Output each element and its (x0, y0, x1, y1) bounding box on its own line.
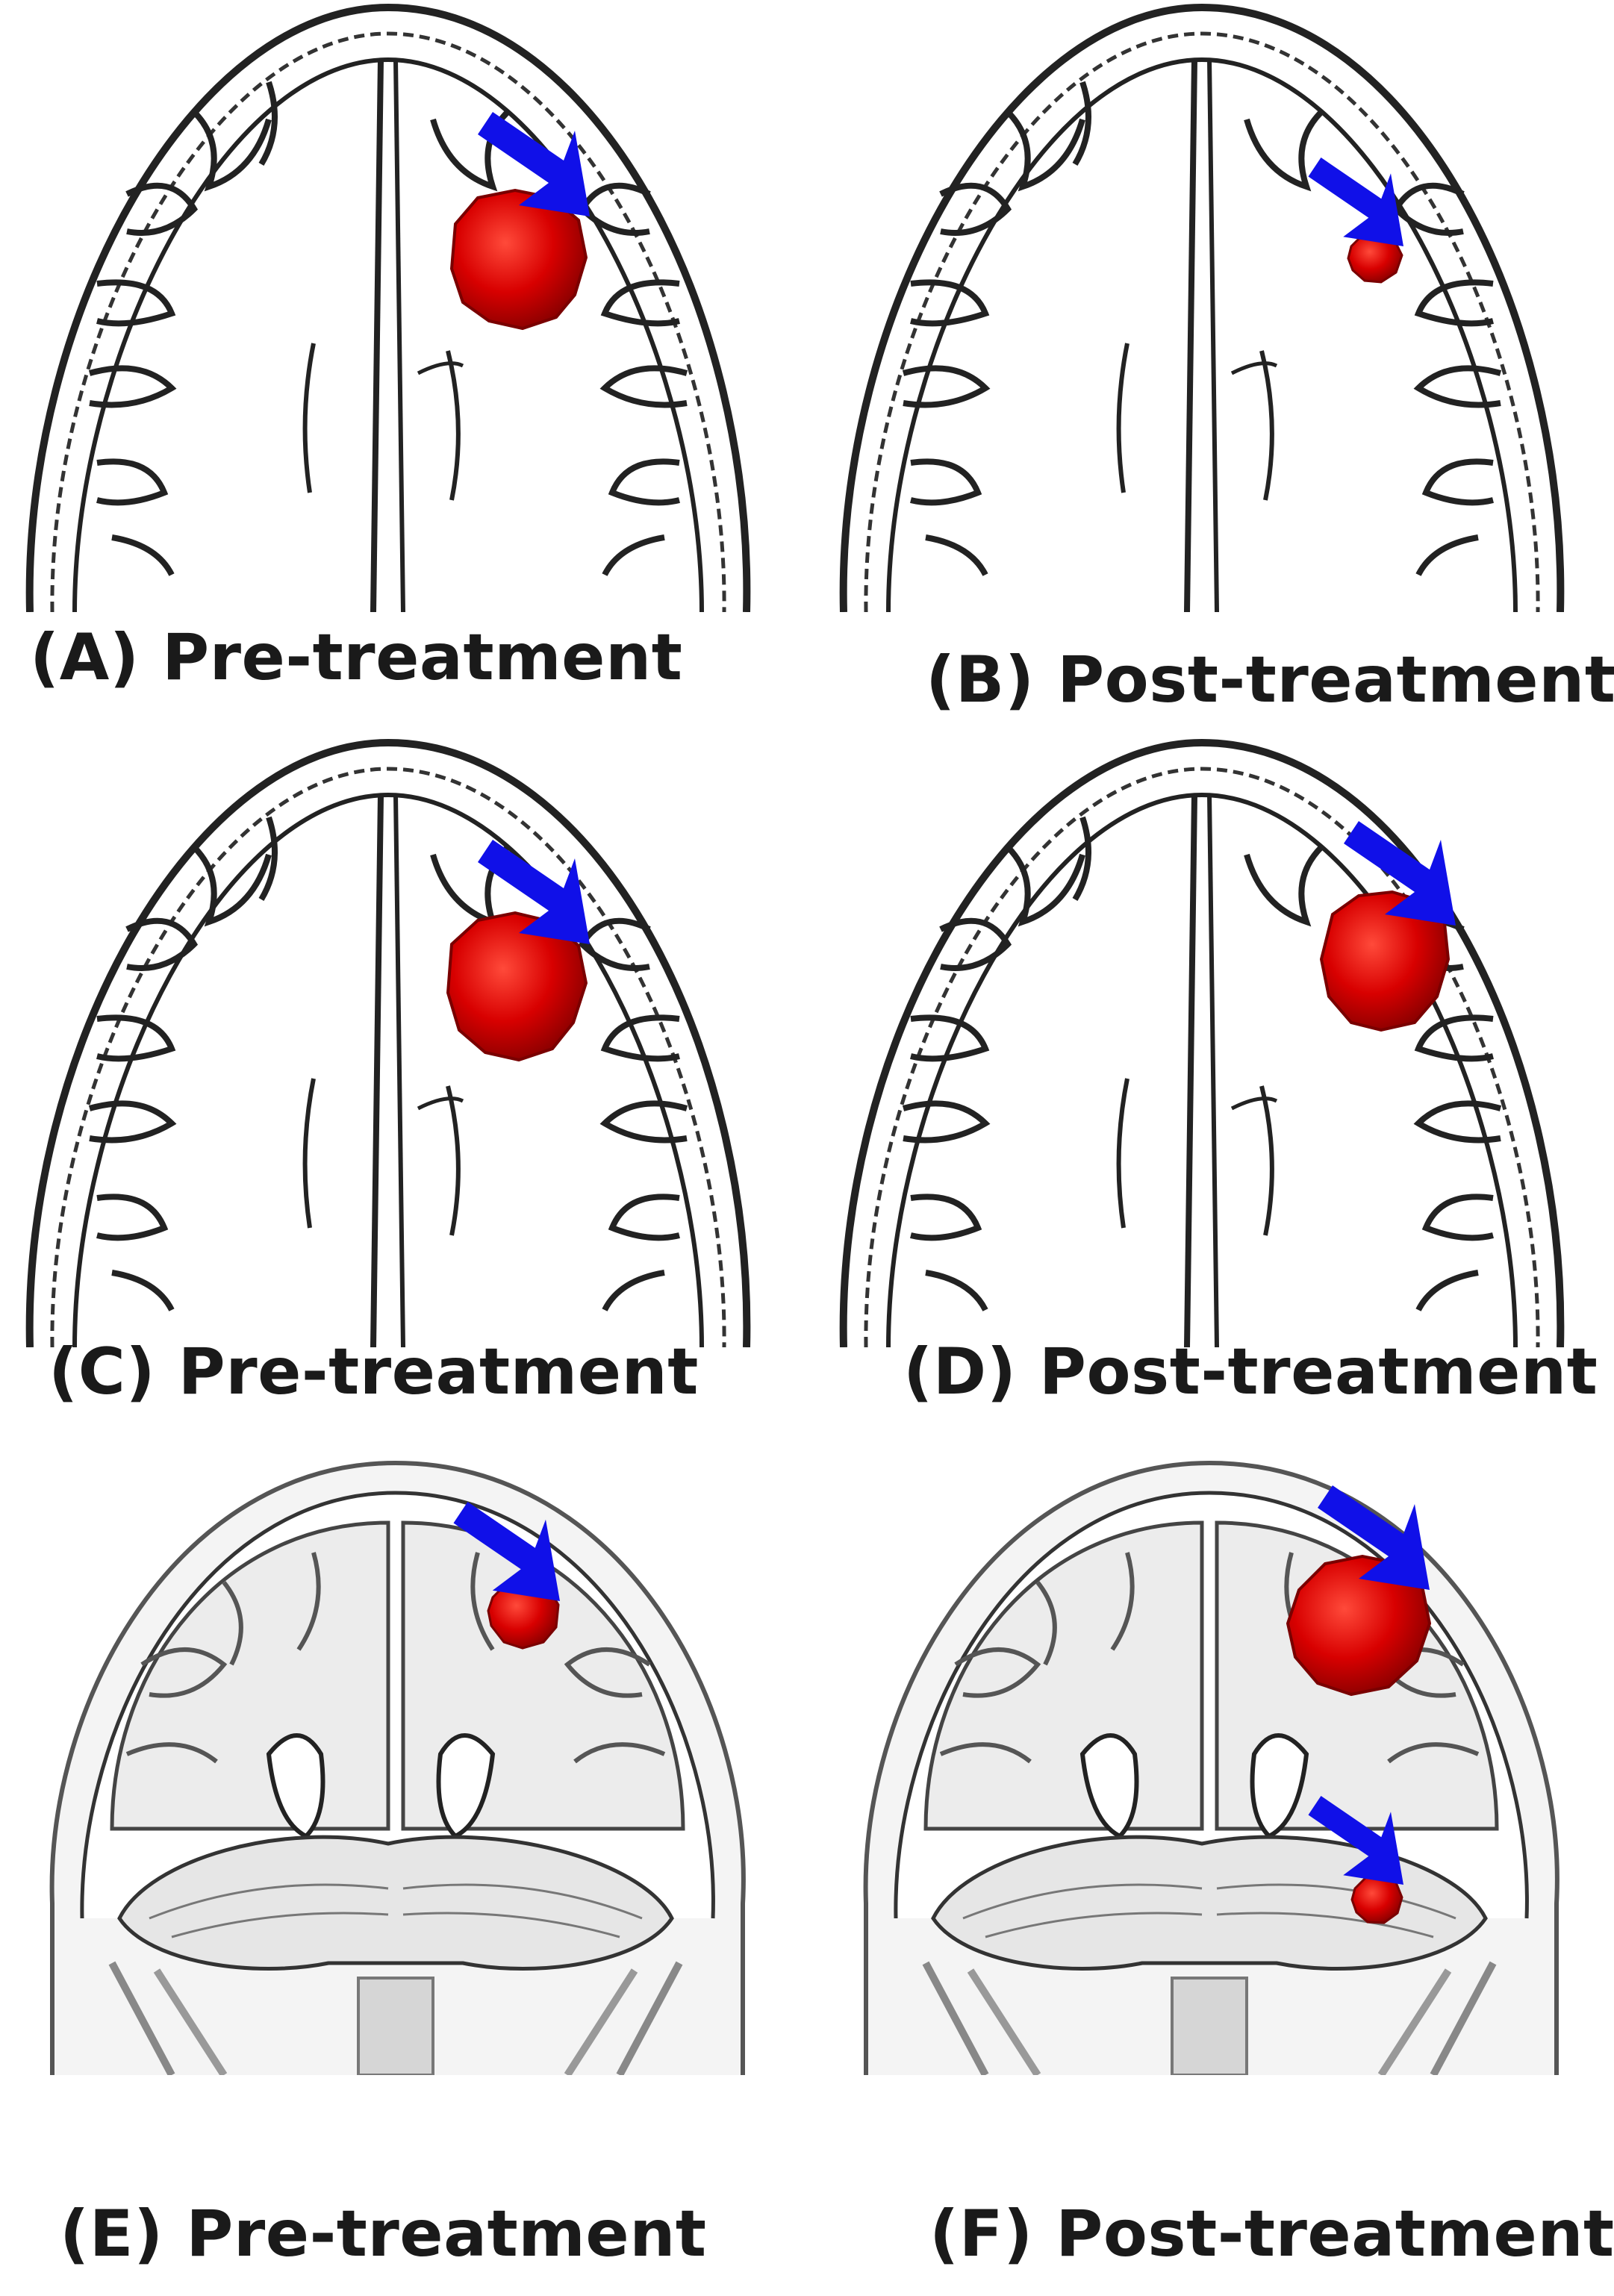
row-coronal-ef (0, 1441, 1614, 2075)
panel-d-tumor (1319, 890, 1451, 1032)
panel-c-tumor (446, 911, 588, 1062)
caption-panel-a: (A) Pre-treatment (30, 620, 683, 695)
row-axial-cd (0, 735, 1614, 1347)
panel-a-tumor (449, 188, 588, 331)
row-axial-ab (0, 0, 1614, 612)
panel-e-coronal-slice (52, 1463, 744, 2075)
caption-panel-b: (B) Post-treatment (926, 643, 1614, 717)
caption-panel-f: (F) Post-treatment (929, 2197, 1614, 2271)
caption-panel-e: (E) Pre-treatment (60, 2197, 707, 2271)
panel-c-axial-slice (30, 743, 747, 1347)
panel-d-axial-slice (844, 743, 1561, 1347)
panel-f-coronal-slice (866, 1463, 1557, 2075)
panel-f-tumor-upper (1286, 1554, 1432, 1697)
caption-panel-d: (D) Post-treatment (903, 1335, 1598, 1409)
caption-panel-c: (C) Pre-treatment (49, 1335, 699, 1409)
panel-b-axial-slice (844, 7, 1561, 612)
panel-a-axial-slice (30, 7, 747, 612)
